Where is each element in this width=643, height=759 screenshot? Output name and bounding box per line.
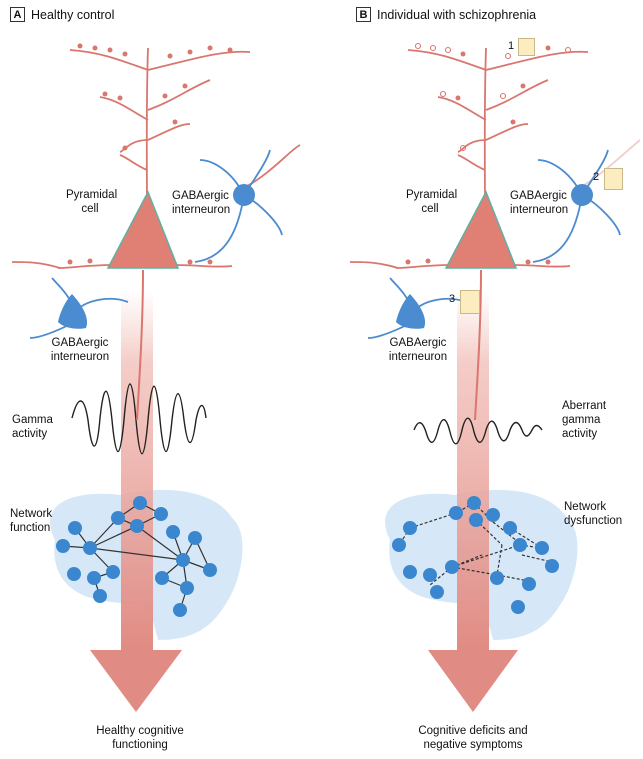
callout-box-3 bbox=[460, 290, 480, 314]
left-interneuron bbox=[29, 277, 129, 339]
gamma-wave bbox=[71, 383, 207, 455]
gaba-interneuron-label-right: GABAergic interneuron bbox=[172, 190, 231, 216]
pyramidal-cell-label: Pyramidal cell bbox=[406, 189, 458, 215]
network-node bbox=[535, 541, 549, 555]
gamma-activity-label: Aberrant gamma activity bbox=[562, 400, 607, 440]
network-node bbox=[403, 521, 417, 535]
aberrant-gamma-wave bbox=[413, 417, 543, 445]
network-node bbox=[188, 531, 202, 545]
left-interneuron bbox=[367, 277, 467, 339]
gaba-interneuron-label-right: GABAergic interneuron bbox=[510, 190, 569, 216]
remaining-dendritic-spines bbox=[405, 45, 551, 265]
network-node bbox=[56, 539, 70, 553]
network-node bbox=[87, 571, 101, 585]
gaba-interneuron-label-left: GABAergic interneuron bbox=[388, 337, 448, 363]
panel-b-letter: B bbox=[356, 7, 371, 22]
network-node bbox=[469, 513, 483, 527]
network-node bbox=[423, 568, 437, 582]
pyramidal-cell-body bbox=[106, 190, 180, 269]
pyramidal-axon bbox=[136, 269, 144, 421]
dendritic-spines bbox=[67, 43, 233, 265]
outcome-arrow bbox=[90, 290, 182, 712]
healthy-control-illustration bbox=[11, 43, 301, 712]
network-node bbox=[545, 559, 559, 573]
right-interneuron bbox=[532, 149, 621, 263]
network-node bbox=[430, 585, 444, 599]
network-node bbox=[445, 560, 459, 574]
pyramidal-axon bbox=[474, 269, 482, 421]
network-node bbox=[203, 563, 217, 577]
gamma-activity-label: Gamma activity bbox=[12, 414, 53, 440]
outcome-label: Healthy cognitive functioning bbox=[96, 725, 184, 751]
network-node bbox=[511, 600, 525, 614]
callout-box-2 bbox=[604, 168, 623, 190]
network-node bbox=[166, 525, 180, 539]
network-node bbox=[392, 538, 406, 552]
callout-number-1: 1 bbox=[508, 40, 515, 52]
network-label: Network function bbox=[10, 508, 53, 534]
gaba-interneuron-label-left: GABAergic interneuron bbox=[50, 337, 110, 363]
network-node bbox=[486, 508, 500, 522]
network-node bbox=[93, 589, 107, 603]
network-node bbox=[513, 538, 527, 552]
panel-a-letter: A bbox=[10, 7, 25, 22]
pyramidal-cell-body bbox=[444, 190, 518, 269]
panel-a-header: A Healthy control bbox=[10, 7, 114, 22]
schizophrenia-illustration bbox=[349, 42, 641, 712]
panel-schizophrenia: B Individual with schizophrenia 1 2 3 Py… bbox=[322, 0, 643, 759]
network-label: Network dysfunction bbox=[564, 501, 623, 527]
network-node bbox=[68, 521, 82, 535]
network-node bbox=[83, 541, 97, 555]
network-node bbox=[130, 519, 144, 533]
network-node bbox=[176, 553, 190, 567]
network-node bbox=[173, 603, 187, 617]
network-node bbox=[111, 511, 125, 525]
right-interneuron bbox=[194, 149, 283, 263]
panel-b-title: Individual with schizophrenia bbox=[377, 7, 537, 22]
network-node bbox=[403, 565, 417, 579]
pyramidal-cell-label: Pyramidal cell bbox=[66, 189, 118, 215]
network-node bbox=[490, 571, 504, 585]
network-node bbox=[522, 577, 536, 591]
network-node bbox=[180, 581, 194, 595]
callout-box-1 bbox=[518, 38, 535, 56]
network-node bbox=[449, 506, 463, 520]
network-node bbox=[155, 571, 169, 585]
callout-number-2: 2 bbox=[593, 171, 600, 183]
panel-a-title: Healthy control bbox=[31, 7, 115, 22]
network-node bbox=[154, 507, 168, 521]
network-nodes bbox=[56, 496, 217, 617]
panel-b-header: B Individual with schizophrenia bbox=[356, 7, 536, 22]
network-nodes bbox=[392, 496, 559, 614]
network-node bbox=[503, 521, 517, 535]
network-node bbox=[133, 496, 147, 510]
network-node bbox=[67, 567, 81, 581]
outcome-label: Cognitive deficits and negative symptoms bbox=[418, 725, 528, 751]
outcome-arrow bbox=[428, 290, 518, 712]
panel-healthy-control: A Healthy control Pyramidal cell GABAerg… bbox=[0, 0, 321, 759]
network-node bbox=[467, 496, 481, 510]
network-node bbox=[106, 565, 120, 579]
callout-number-3: 3 bbox=[449, 293, 456, 305]
